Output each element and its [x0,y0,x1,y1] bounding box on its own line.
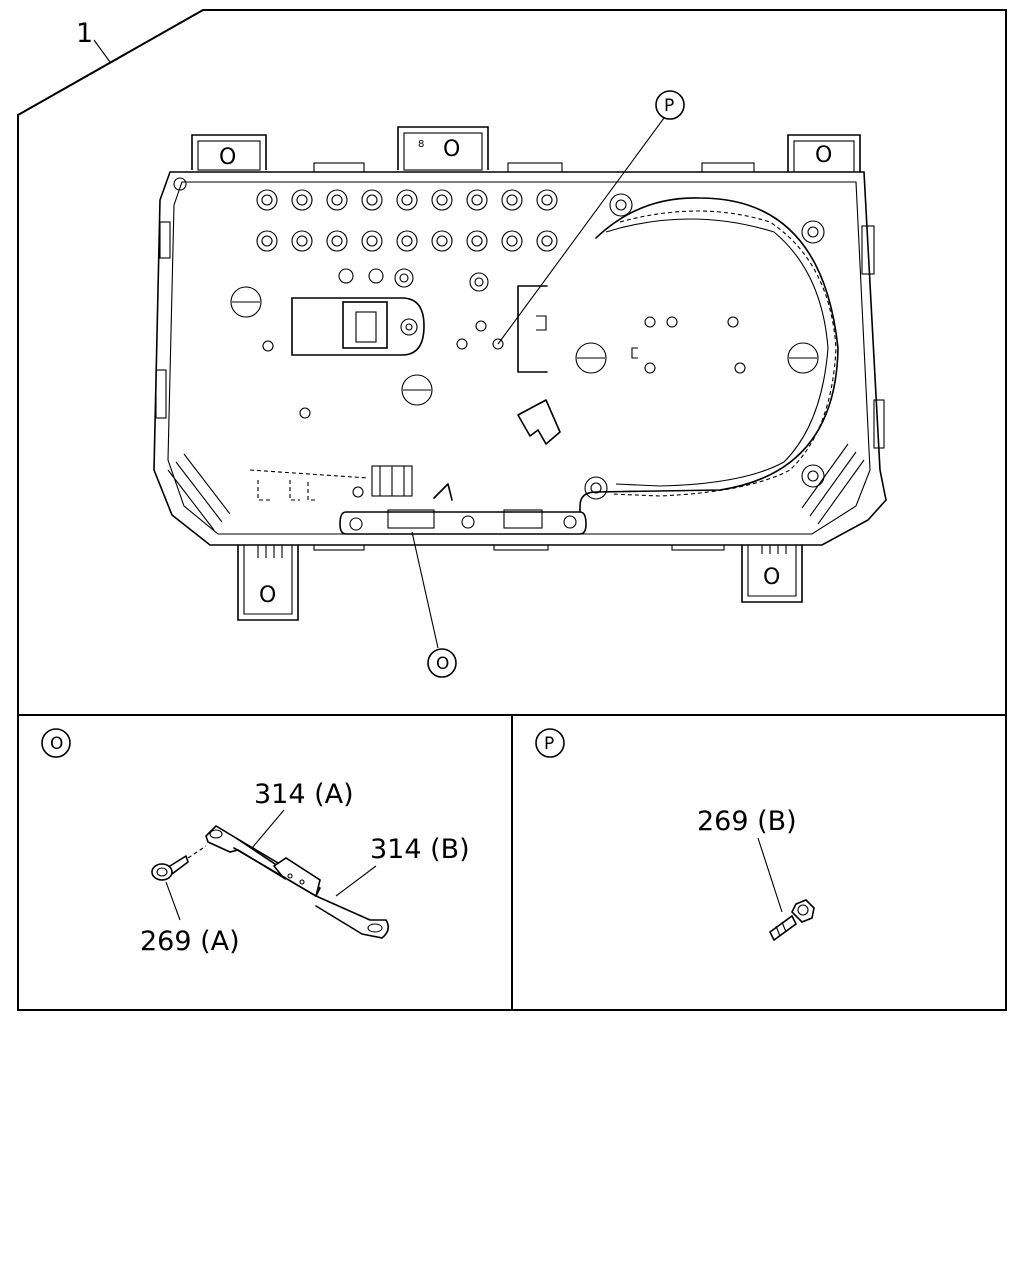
callout-o: O [411,531,457,678]
bulb-socket-row-2 [256,230,558,252]
top-mounting-tabs: O O O 8 [191,126,861,173]
tab-small-mark: 8 [418,139,424,150]
screw-269-b [768,899,815,942]
diagram-frame [17,9,1007,1011]
detail-o-header: O [50,734,63,754]
bulb-socket-grid [256,189,558,292]
detail-p-panel: P 269 (B) [535,728,815,942]
mounting-bosses [173,177,825,500]
instrument-cluster-rear-view: O O O 8 O O [153,126,887,621]
label-314-a: 314 (A) [254,779,354,810]
detail-o-panel: O 314 (A) 314 (B) 269 (A) [41,728,470,957]
label-314-b: 314 (B) [370,834,470,865]
screw-269-a [151,845,207,881]
label-269-b: 269 (B) [697,806,797,837]
gauge-arc-area [579,197,839,521]
cluster-housing-outline [153,171,887,546]
angled-clip [517,399,561,445]
bottom-mounting-tabs: O O [237,540,803,621]
bottom-tab-hole-right: O [763,565,780,590]
assembly-number: 1 [76,18,93,49]
tab-hole-center: O [443,137,460,162]
dashed-wiring [249,465,453,501]
label-269-a: 269 (A) [140,926,240,957]
main-connector [291,297,425,356]
bulb-socket-row-1 [256,189,558,211]
tab-hole-right: O [815,143,832,168]
callout-p-letter: P [664,96,674,116]
cluster-screws [262,268,746,498]
callout-p: P [497,90,685,345]
side-clips [155,221,885,449]
corner-brackets [167,443,865,531]
bracket-314-b [272,857,321,898]
bottom-tab-hole-left: O [259,583,276,608]
ground-bracket-assembly [339,509,587,535]
tab-hole-left: O [219,145,236,170]
callout-o-letter: O [436,654,449,674]
assembly-label: 1 [76,18,111,63]
detail-p-header: P [544,734,554,754]
center-bracket [517,285,638,373]
large-bulb-sockets [230,286,819,406]
